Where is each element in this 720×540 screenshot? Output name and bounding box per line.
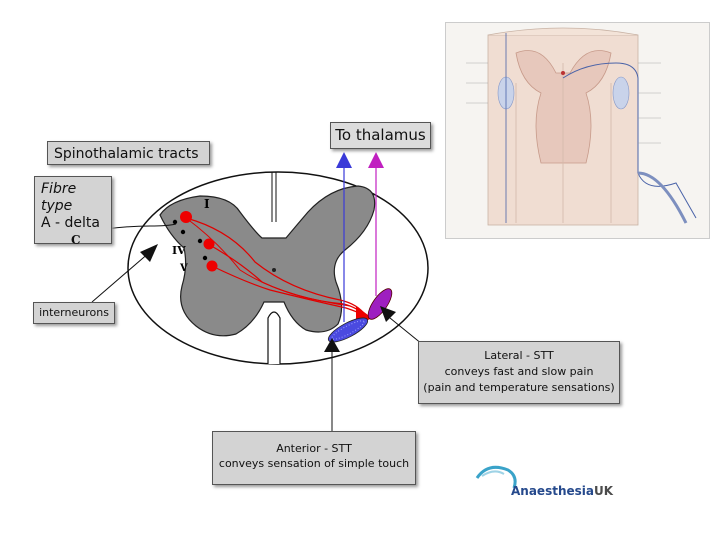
logo-wordmark: AnaesthesiaUK bbox=[511, 484, 613, 498]
interneuron-dot bbox=[197, 238, 203, 244]
anaesthesia-uk-logo bbox=[475, 465, 517, 489]
anterior-arrow-head bbox=[324, 338, 340, 352]
fibre-type-box: Fibre type A - delta C bbox=[34, 176, 112, 247]
fibre-type-heading: Fibre type bbox=[41, 181, 77, 214]
neuron-lamina-i bbox=[180, 211, 192, 223]
anterior-tract bbox=[327, 317, 369, 343]
anterior-stt-box: Anterior - STT conveys sensation of simp… bbox=[212, 431, 416, 485]
interneurons-arrow-head bbox=[140, 244, 158, 262]
interneuron-dot bbox=[180, 229, 186, 235]
lamina-iv-label: IV bbox=[172, 244, 186, 257]
neuron-lamina-v bbox=[206, 260, 218, 272]
interneuron-dot bbox=[172, 219, 178, 225]
interneurons-pointer bbox=[91, 251, 151, 303]
lamina-i-label: I bbox=[204, 197, 210, 211]
red-fibre-1 bbox=[185, 217, 367, 317]
interneurons-label: interneurons bbox=[33, 302, 115, 324]
lateral-stt-box: Lateral - STT conveys fast and slow pain… bbox=[418, 341, 620, 404]
anterior-stt-title: Anterior - STT bbox=[276, 442, 352, 455]
diagram-title: Spinothalamic tracts bbox=[47, 141, 210, 165]
purple-up-arrow bbox=[368, 152, 384, 168]
central-canal bbox=[272, 268, 276, 272]
grey-matter bbox=[159, 185, 376, 337]
fibre-type-c: C bbox=[71, 233, 81, 247]
lateral-tract bbox=[367, 288, 393, 320]
lateral-stt-desc: conveys fast and slow pain bbox=[444, 365, 594, 378]
ventral-fissure bbox=[267, 311, 281, 364]
logo-suffix: UK bbox=[593, 484, 614, 498]
anterior-tract-stipple bbox=[331, 320, 365, 340]
lateral-stt-title: Lateral - STT bbox=[484, 349, 554, 362]
neuron-lamina-iv bbox=[203, 238, 215, 250]
red-fibre-4 bbox=[185, 217, 351, 307]
lamina-v-label: V bbox=[179, 263, 188, 274]
lateral-stt-detail: (pain and temperature sensations) bbox=[423, 381, 615, 394]
lateral-pointer bbox=[389, 317, 423, 345]
fibre-type-a-delta: A - delta bbox=[41, 215, 100, 231]
interneuron-dot bbox=[202, 255, 208, 261]
blue-up-arrow bbox=[336, 152, 352, 168]
logo-name: Anaesthesia bbox=[511, 484, 594, 498]
logo-swoosh-icon bbox=[475, 465, 517, 489]
anterior-stt-desc: conveys sensation of simple touch bbox=[218, 457, 410, 470]
to-thalamus-label: To thalamus bbox=[330, 122, 431, 149]
spinal-cord-illustration bbox=[445, 22, 710, 239]
lateral-arrow-head bbox=[380, 306, 396, 322]
